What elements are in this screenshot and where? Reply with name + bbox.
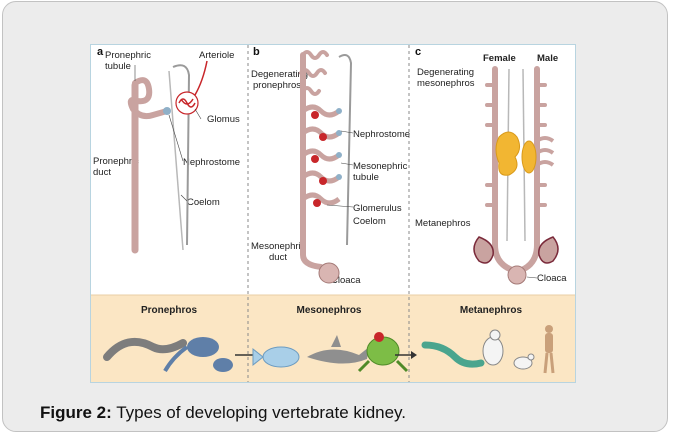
stage-mesonephros: Mesonephros <box>296 305 361 316</box>
label-metanephros: Metanephros <box>415 218 471 229</box>
glomerulus <box>311 111 319 119</box>
panel-a: a Pronephric tubule Arteriole Glomus Nep… <box>93 46 240 250</box>
label-glomerulus: Glomerulus <box>353 203 402 214</box>
glomerulus <box>319 133 327 141</box>
label-glomus: Glomus <box>207 114 240 125</box>
label-female: Female <box>483 53 516 64</box>
label-degenerating-mesonephros: Degenerating <box>417 67 474 78</box>
label-mesonephric-tubule: Mesonephric <box>353 161 408 172</box>
metanephros-kidney-right <box>539 237 558 263</box>
caption-prefix: Figure 2: <box>40 403 112 422</box>
figure-caption: Figure 2: Types of developing vertebrate… <box>40 403 406 423</box>
panel-c: c Female Male Degenerating mesonephros M… <box>415 46 567 284</box>
panel-b: b Degenerating pronephros Nephrostome Me… <box>251 46 410 286</box>
svg-text:duct: duct <box>269 252 287 263</box>
svg-text:tubule: tubule <box>353 172 379 183</box>
kidney-development-diagram: a Pronephric tubule Arteriole Glomus Nep… <box>91 45 575 382</box>
svg-text:mesonephros: mesonephros <box>417 78 475 89</box>
label-coelom-b: Coelom <box>353 216 386 227</box>
caption-text: Types of developing vertebrate kidney. <box>112 403 406 422</box>
label-nephrostome: Nephrostome <box>183 157 240 168</box>
label-arteriole: Arteriole <box>199 50 234 61</box>
panel-letter-a: a <box>97 46 104 58</box>
metanephros-kidney-left <box>474 237 493 263</box>
arteriole <box>195 61 207 95</box>
ovary <box>496 132 520 175</box>
svg-text:tubule: tubule <box>105 61 131 72</box>
label-degenerating-pronephros: Degenerating <box>251 69 308 80</box>
coelom-wall-b <box>339 55 351 245</box>
svg-text:pronephros: pronephros <box>253 80 301 91</box>
cloaca-b <box>319 263 339 283</box>
cloaca-c <box>508 266 526 284</box>
label-mesonephric-duct: Mesonephric <box>251 241 306 252</box>
stage-pronephros: Pronephros <box>141 305 198 316</box>
svg-text:duct: duct <box>93 167 111 178</box>
glomerulus <box>319 177 327 185</box>
label-male: Male <box>537 53 558 64</box>
label-cloaca-c: Cloaca <box>537 273 567 284</box>
mesonephric-tubules <box>303 107 342 207</box>
glomerulus <box>313 199 321 207</box>
label-nephrostome-b: Nephrostome <box>353 129 410 140</box>
stage-metanephros: Metanephros <box>460 305 523 316</box>
testis <box>522 141 536 173</box>
nephrostome <box>163 107 171 115</box>
panel-letter-b: b <box>253 46 260 58</box>
figure-image: a Pronephric tubule Arteriole Glomus Nep… <box>90 44 576 383</box>
label-pronephric-tubule: Pronephric <box>105 50 151 61</box>
glomerulus <box>311 155 319 163</box>
panel-letter-c: c <box>415 46 421 58</box>
label-coelom: Coelom <box>187 197 220 208</box>
